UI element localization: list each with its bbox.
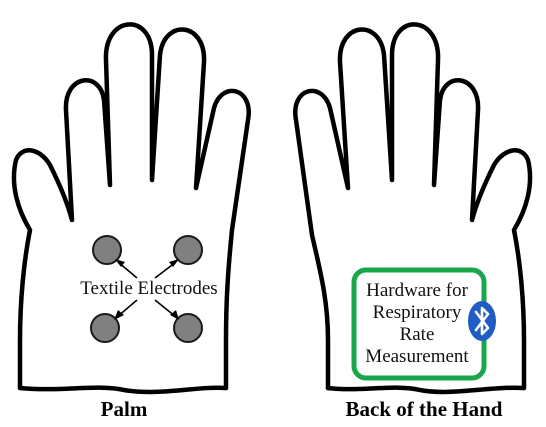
hardware-line-3: Rate — [400, 324, 435, 345]
bluetooth-icon — [468, 301, 496, 341]
palm-caption: Palm — [101, 397, 148, 421]
back-glove: Hardware for Respiratory Rate Measuremen… — [295, 24, 530, 392]
palm-glove-outline — [14, 24, 249, 388]
back-glove-cuff — [328, 388, 524, 392]
hardware-line-1: Hardware for — [366, 280, 468, 301]
hardware-line-2: Respiratory — [373, 302, 462, 323]
electrodes-label: Textile Electrodes — [80, 278, 217, 299]
palm-glove: Textile Electrodes — [14, 24, 249, 392]
back-caption: Back of the Hand — [346, 397, 503, 421]
palm-glove-cuff — [20, 388, 226, 392]
hardware-line-4: Measurement — [365, 346, 469, 367]
